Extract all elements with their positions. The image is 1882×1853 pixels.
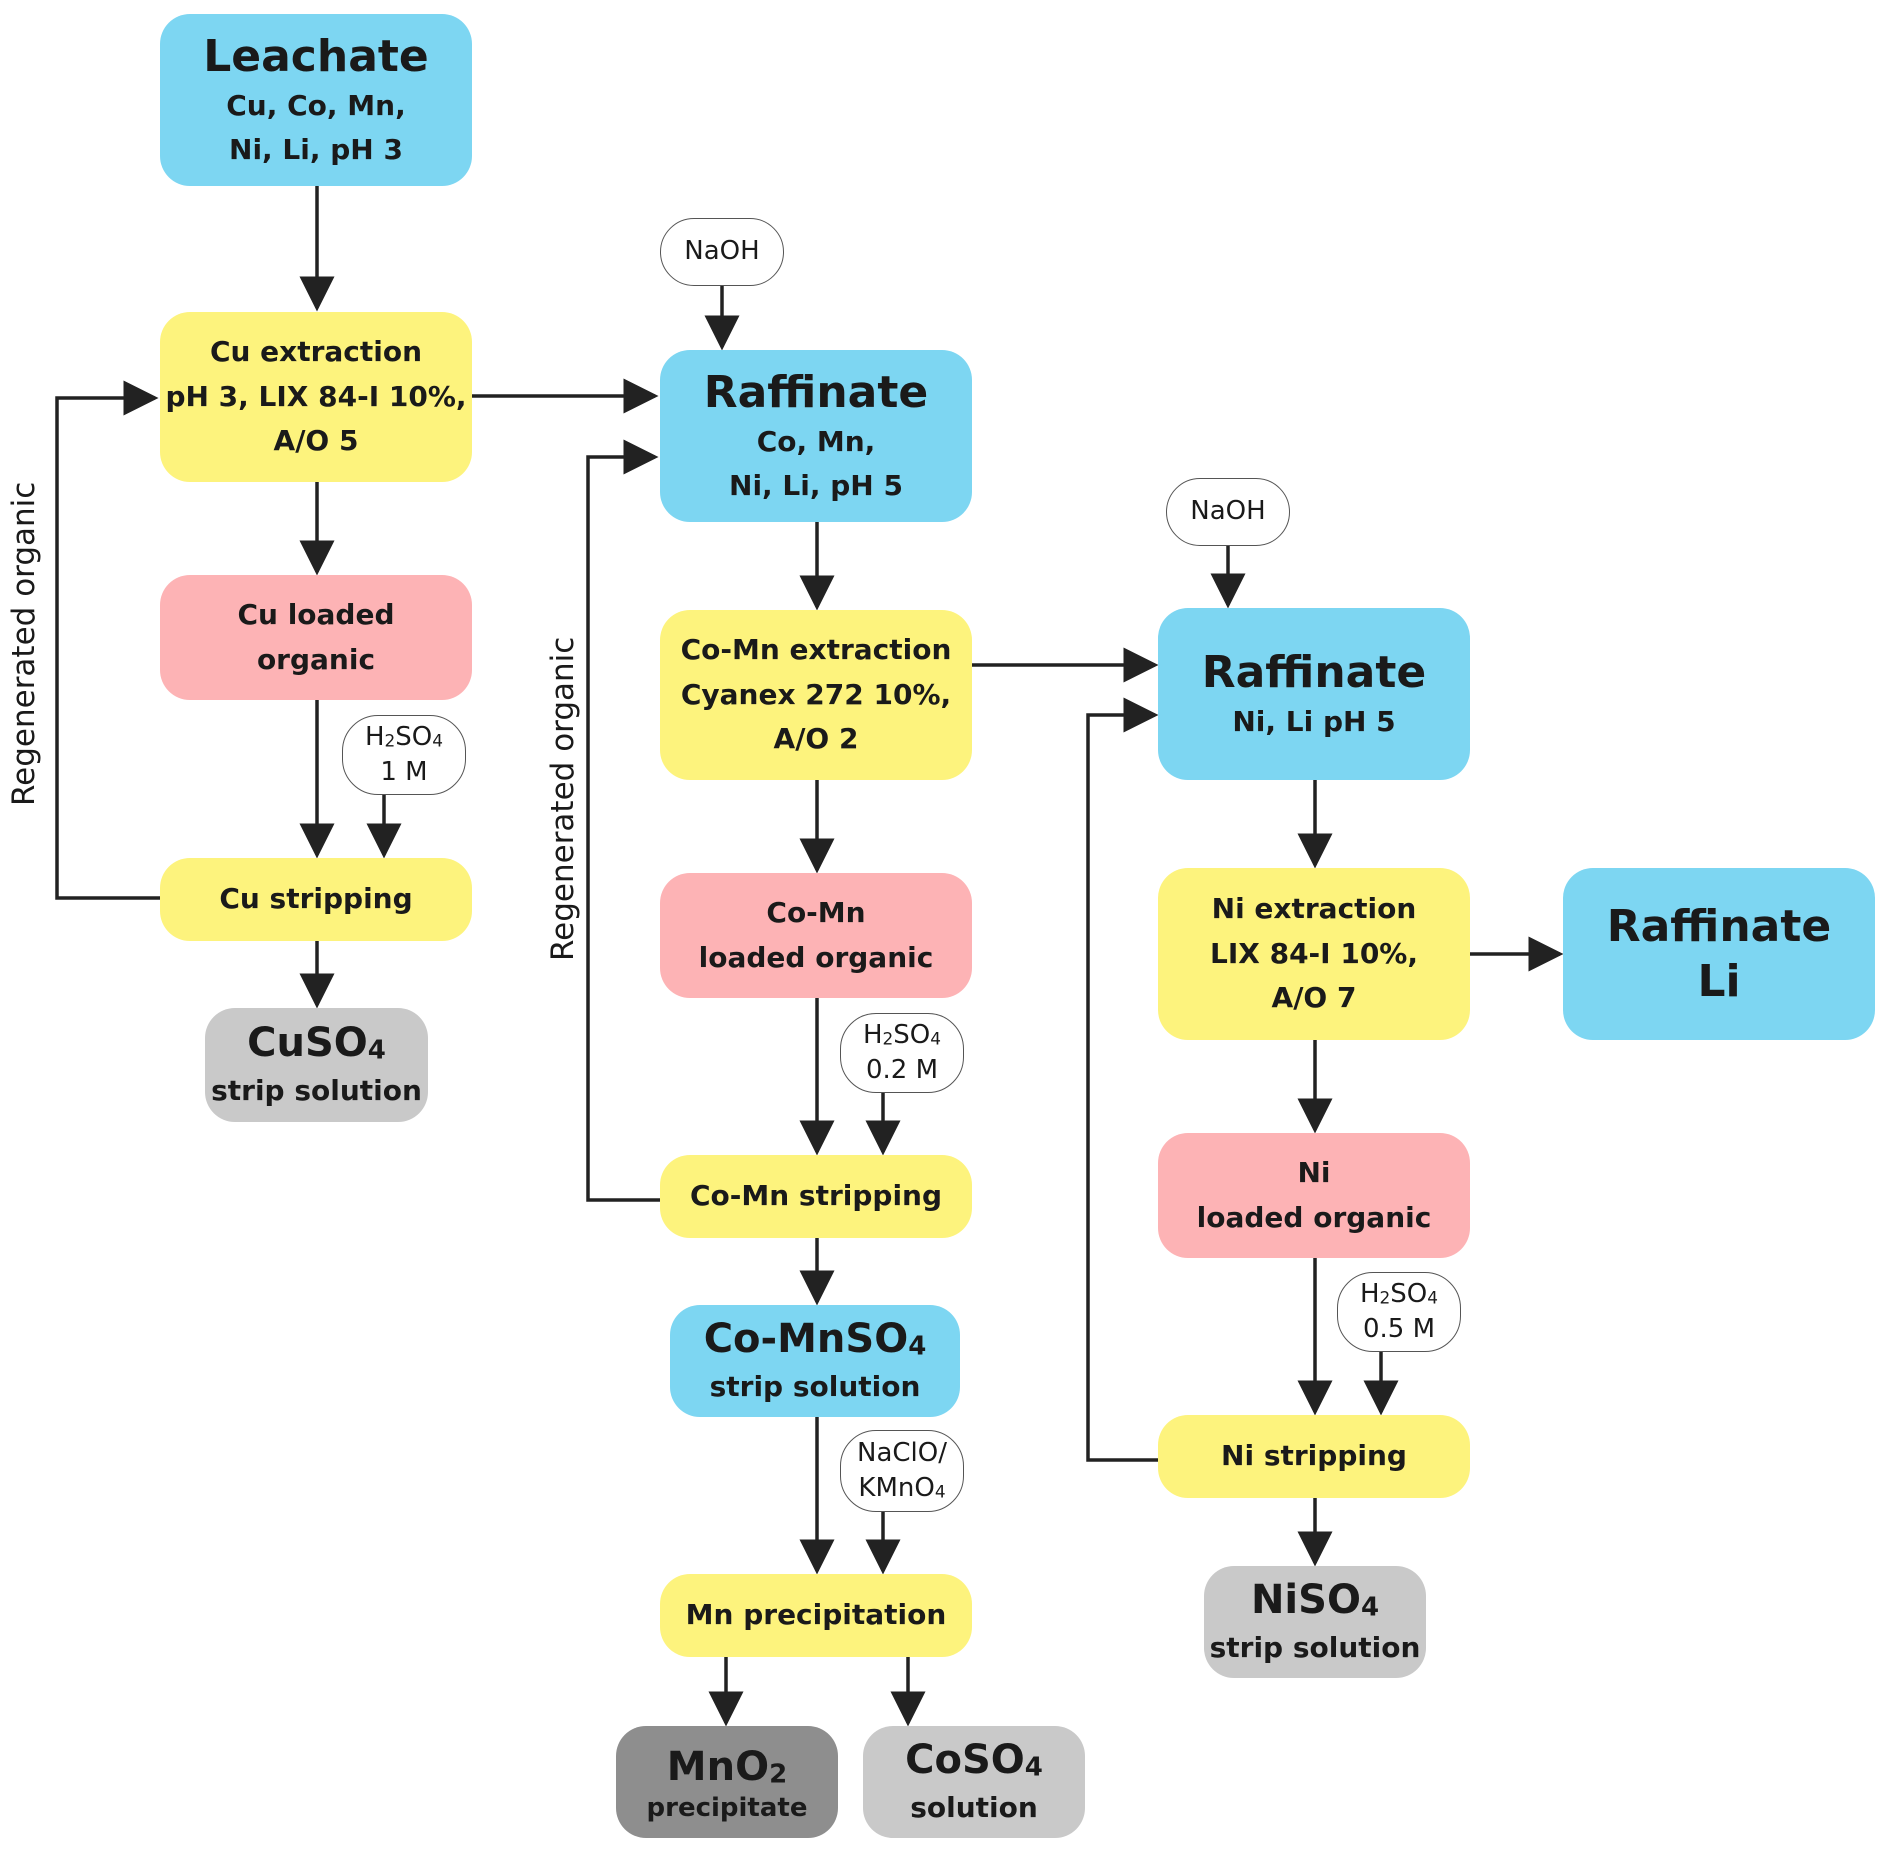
comn-stripping-label: Co-Mn stripping <box>689 1179 943 1213</box>
naoh-1-label: NaOH <box>684 236 760 267</box>
niso4-sub: strip solution <box>1209 1631 1421 1665</box>
loop-regenerated-organic-middle <box>586 439 660 1202</box>
comn-extraction-line2: Cyanex 272 10%, <box>680 677 952 711</box>
mn-precipitation-label: Mn precipitation <box>685 1598 947 1632</box>
raffinate-li-node: Raffinate Li <box>1563 868 1875 1040</box>
h2so4-1m-reagent: H2SO4 1 M <box>342 715 466 795</box>
cu-loaded-line1: Cu loaded <box>237 597 395 631</box>
coso4-sub: solution <box>910 1791 1038 1825</box>
comnso4-formula: Co-MnSO4 <box>703 1316 927 1363</box>
comn-loaded-organic-node: Co-Mn loaded organic <box>660 873 972 998</box>
comnso4-sub: strip solution <box>709 1370 921 1404</box>
coso4-node: CoSO4 solution <box>863 1726 1085 1838</box>
raffinate-li-line2: Li <box>1697 956 1741 1007</box>
niso4-node: NiSO4 strip solution <box>1204 1566 1426 1678</box>
h2so4-formula: H2SO4 <box>862 1019 942 1050</box>
comn-extraction-node: Co-Mn extraction Cyanex 272 10%, A/O 2 <box>660 610 972 780</box>
naoh-2-label: NaOH <box>1190 496 1266 527</box>
raffinate-2-title: Raffinate <box>1201 646 1427 698</box>
ni-extraction-line3: A/O 7 <box>1271 981 1357 1015</box>
h2so4-conc: 0.5 M <box>1362 1314 1436 1344</box>
ni-stripping-label: Ni stripping <box>1221 1439 1407 1473</box>
cu-extraction-line3: A/O 5 <box>273 424 359 458</box>
loop-regenerated-organic-left <box>55 380 160 900</box>
ni-extraction-line2: LIX 84-I 10%, <box>1209 936 1418 970</box>
raffinate-2-node: Raffinate Ni, Li pH 5 <box>1158 608 1470 780</box>
ni-loaded-organic-node: Ni loaded organic <box>1158 1133 1470 1258</box>
raffinate-2-line1: Ni, Li pH 5 <box>1232 704 1396 738</box>
raffinate-1-title: Raffinate <box>703 367 929 419</box>
mno2-sub: precipitate <box>646 1793 808 1823</box>
naoh-reagent-2: NaOH <box>1166 478 1290 546</box>
loop-regenerated-organic-right <box>1086 697 1159 1462</box>
cu-stripping-node: Cu stripping <box>160 858 472 941</box>
h2so4-conc: 0.2 M <box>865 1055 939 1085</box>
cuso4-node: CuSO4 strip solution <box>205 1008 428 1122</box>
regenerated-organic-left-label: Regenerated organic <box>6 481 42 806</box>
leachate-title: Leachate <box>203 31 429 83</box>
raffinate-1-line2: Ni, Li, pH 5 <box>729 468 903 502</box>
ni-extraction-node: Ni extraction LIX 84-I 10%, A/O 7 <box>1158 868 1470 1040</box>
raffinate-1-node: Raffinate Co, Mn, Ni, Li, pH 5 <box>660 350 972 522</box>
comnso4-node: Co-MnSO4 strip solution <box>670 1305 960 1417</box>
cu-extraction-line1: Cu extraction <box>209 334 423 368</box>
mn-precipitation-node: Mn precipitation <box>660 1574 972 1657</box>
h2so4-05m-reagent: H2SO4 0.5 M <box>1337 1272 1461 1352</box>
oxidant-line1: NaClO/ <box>857 1437 947 1468</box>
cu-loaded-organic-node: Cu loaded organic <box>160 575 472 700</box>
h2so4-formula: H2SO4 <box>364 721 444 752</box>
cu-extraction-node: Cu extraction pH 3, LIX 84-I 10%, A/O 5 <box>160 312 472 482</box>
leachate-line2: Ni, Li, pH 3 <box>229 132 403 166</box>
ni-extraction-line1: Ni extraction <box>1211 891 1417 925</box>
comn-loaded-line1: Co-Mn <box>766 895 866 929</box>
h2so4-formula: H2SO4 <box>1359 1278 1439 1309</box>
comn-stripping-node: Co-Mn stripping <box>660 1155 972 1238</box>
h2so4-conc: 1 M <box>380 757 428 787</box>
cu-stripping-label: Cu stripping <box>219 882 413 916</box>
leachate-line1: Cu, Co, Mn, <box>226 89 406 123</box>
mno2-node: MnO2 precipitate <box>616 1726 838 1838</box>
cu-extraction-line2: pH 3, LIX 84-I 10%, <box>165 379 467 413</box>
ni-loaded-line2: loaded organic <box>1196 1200 1432 1234</box>
comn-loaded-line2: loaded organic <box>698 940 934 974</box>
ni-stripping-node: Ni stripping <box>1158 1415 1470 1498</box>
comn-extraction-line1: Co-Mn extraction <box>680 632 952 666</box>
cu-loaded-line2: organic <box>256 642 376 676</box>
comn-extraction-line3: A/O 2 <box>773 722 859 756</box>
niso4-formula: NiSO4 <box>1250 1577 1380 1624</box>
coso4-formula: CoSO4 <box>905 1737 1043 1784</box>
raffinate-li-line1: Raffinate <box>1606 901 1832 952</box>
naoh-reagent-1: NaOH <box>660 218 784 286</box>
oxidant-line2: KMnO4 <box>858 1473 946 1503</box>
h2so4-02m-reagent: H2SO4 0.2 M <box>840 1013 964 1093</box>
regenerated-organic-middle-label: Regenerated organic <box>545 636 581 961</box>
leachate-node: Leachate Cu, Co, Mn, Ni, Li, pH 3 <box>160 14 472 186</box>
raffinate-1-line1: Co, Mn, <box>756 425 876 459</box>
ni-loaded-line1: Ni <box>1297 1155 1331 1189</box>
cuso4-formula: CuSO4 <box>247 1020 386 1067</box>
cuso4-sub: strip solution <box>211 1074 422 1108</box>
naclo-kmno4-reagent: NaClO/ KMnO4 <box>840 1430 964 1512</box>
mno2-formula: MnO2 <box>666 1744 788 1790</box>
